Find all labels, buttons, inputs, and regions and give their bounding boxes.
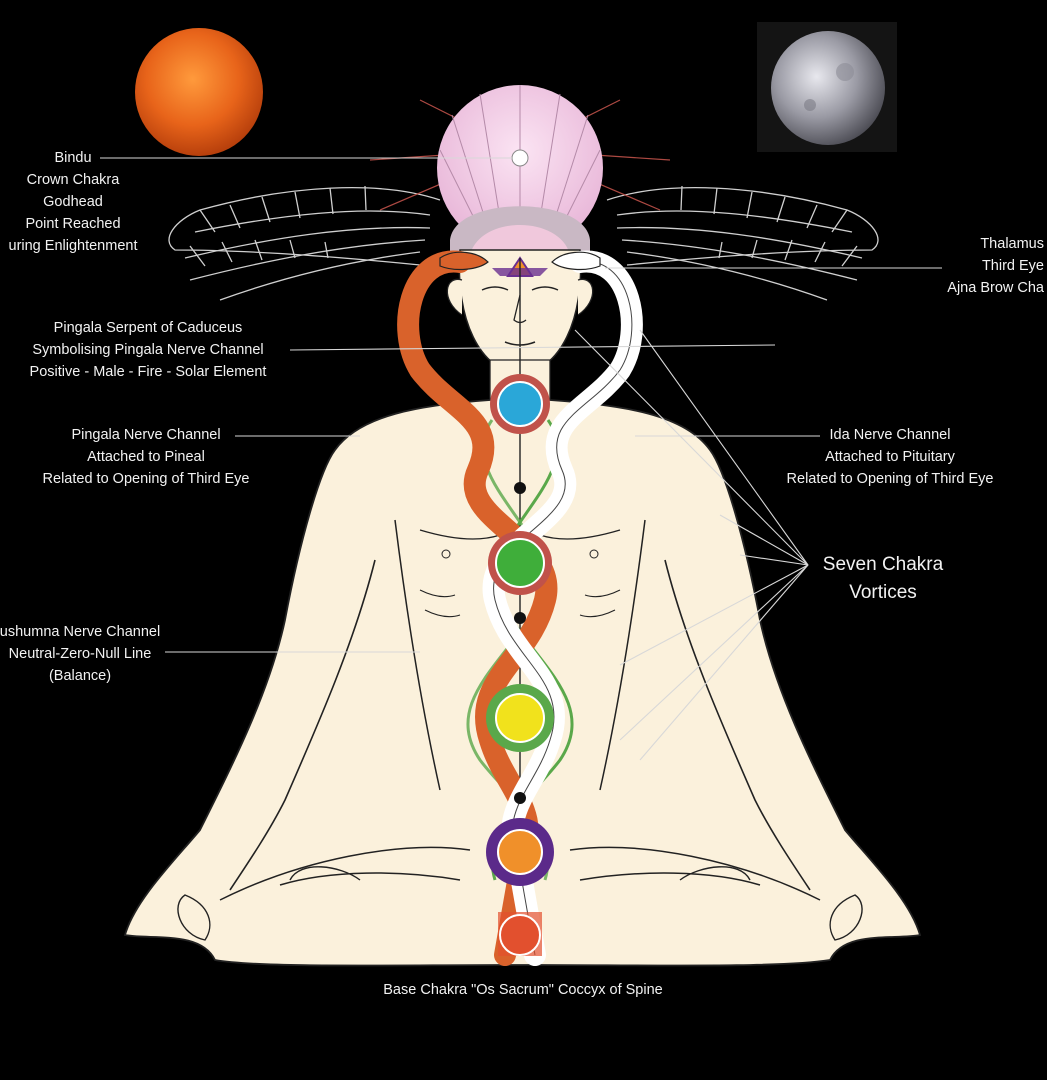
right-wing [606, 185, 879, 301]
sun-icon [135, 28, 263, 156]
base-chakra-label: Base Chakra "Os Sacrum" Coccyx of Spine [383, 982, 663, 998]
torso-left [394, 519, 441, 791]
bindu-line: uring Enlightenment [8, 238, 138, 254]
hair-fan [470, 225, 570, 255]
ida-channel-label: Ida Nerve Channel Attached to Pituitary … [764, 424, 1016, 490]
legs [219, 846, 821, 901]
left-wing [168, 185, 441, 301]
nipple-left [441, 549, 451, 559]
left-arm-line [229, 559, 376, 891]
body [123, 399, 922, 967]
pingala-channel-line: Attached to Pineal [87, 449, 205, 465]
bindu-point [511, 149, 529, 167]
ida-head [551, 251, 601, 271]
ribs [419, 589, 621, 618]
right-arm-line [664, 559, 811, 891]
eye-right [531, 286, 559, 291]
ear-left [446, 278, 463, 316]
moon-crater [804, 99, 816, 111]
pingala-head [439, 251, 489, 271]
feet [289, 866, 751, 881]
pingala-channel-line: Related to Opening of Third Eye [42, 471, 250, 487]
spine-node [514, 612, 526, 624]
ida-channel-line: Ida Nerve Channel [829, 427, 951, 443]
pingala-serpent-line: Symbolising Pingala Nerve Channel [32, 342, 264, 358]
thalamus-line: Ajna Brow Cha [947, 280, 1044, 296]
heart-chakra [488, 531, 552, 595]
ida-channel-line: Attached to Pituitary [825, 449, 955, 465]
throat-chakra [490, 374, 550, 434]
pingala-serpent-line: Pingala Serpent of Caduceus [53, 320, 243, 336]
seven-chakra-line: Seven Chakra [822, 554, 944, 575]
hand-left [177, 894, 211, 941]
seven-chakra-line: Vortices [849, 582, 917, 603]
bindu-line: Bindu [54, 150, 92, 166]
bindu-line: Godhead [43, 194, 103, 210]
pingala-serpent-label: Pingala Serpent of Caduceus Symbolising … [8, 317, 288, 383]
ida-channel-line: Related to Opening of Third Eye [786, 471, 994, 487]
pingala-channel-label: Pingala Nerve Channel Attached to Pineal… [18, 424, 274, 490]
base-chakra [498, 912, 542, 956]
sushumna-line: Neutral-Zero-Null Line [8, 646, 152, 662]
torso-right [599, 519, 646, 791]
seven-chakra-label: Seven Chakra Vortices [806, 551, 960, 607]
sushumna-label: ushumna Nerve Channel Neutral-Zero-Null … [0, 621, 180, 687]
hand-right [829, 894, 863, 941]
ear-right [577, 278, 594, 316]
bindu-line: Point Reached [25, 216, 121, 232]
sushumna-line: (Balance) [48, 668, 112, 684]
thalamus-label: Thalamus Third Eye Ajna Brow Cha [930, 233, 1044, 299]
eye-left [481, 286, 509, 291]
nipple-right [589, 549, 599, 559]
leader-lines [100, 157, 942, 761]
chest-line [419, 529, 621, 540]
pingala-serpent-line: Positive - Male - Fire - Solar Element [29, 364, 267, 380]
spine-node [514, 482, 526, 494]
nose [513, 294, 527, 324]
sushumna-line: ushumna Nerve Channel [0, 624, 161, 640]
bindu-line: Crown Chakra [26, 172, 120, 188]
thalamus-line: Thalamus [980, 236, 1044, 252]
pingala-channel-line: Pingala Nerve Channel [71, 427, 221, 443]
bindu-label: Bindu Crown Chakra Godhead Point Reached… [0, 147, 158, 257]
moon-crater [836, 63, 854, 81]
spine-node [514, 792, 526, 804]
solar-plexus-chakra [486, 684, 554, 752]
moon-icon [771, 31, 885, 145]
thalamus-line: Third Eye [981, 258, 1044, 274]
sacral-chakra [486, 818, 554, 886]
